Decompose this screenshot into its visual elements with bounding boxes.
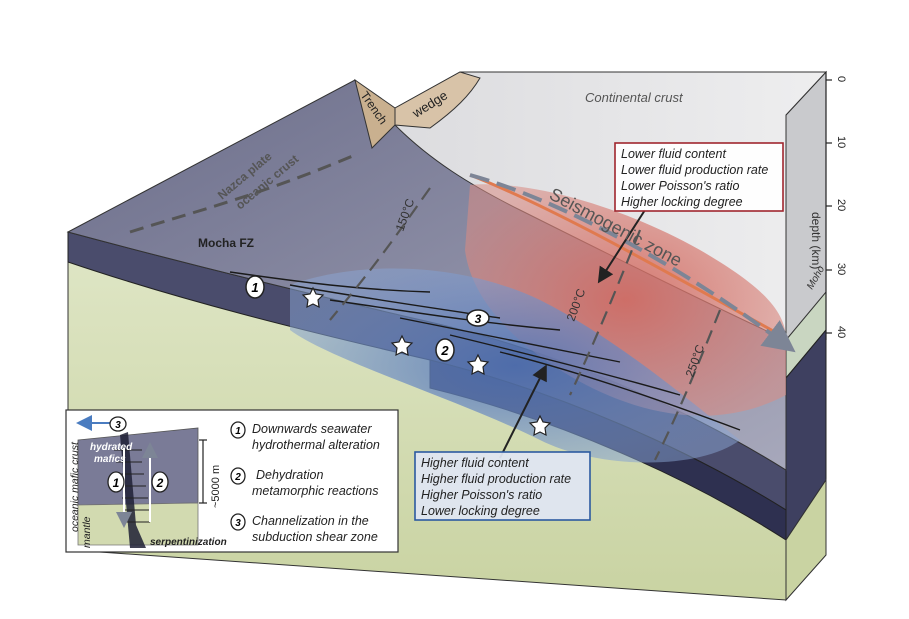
continental-crust-label: Continental crust: [585, 90, 684, 105]
inset-crust: [77, 427, 199, 506]
inset-crack: [120, 432, 146, 548]
svg-text:1: 1: [113, 476, 120, 490]
svg-text:metamorphic reactions: metamorphic reactions: [252, 484, 378, 498]
upper-info-box: Lower fluid content Lower fluid producti…: [614, 142, 784, 212]
svg-text:3: 3: [235, 518, 241, 529]
upper-box-line-4: Higher locking degree: [621, 195, 743, 209]
svg-text:Downwards seawater: Downwards seawater: [252, 422, 372, 436]
depth-tick-20: 20: [835, 199, 847, 211]
inset-mafics-label: mafics: [94, 454, 126, 465]
inset-panel: 1 2 3 hydrated mafics oceanic mafic crus…: [65, 409, 399, 553]
lower-box-line-2: Higher fluid production rate: [421, 472, 571, 486]
blue-fluid-zone: [290, 268, 740, 463]
depth-tick-0: 0: [835, 76, 847, 82]
inset-scale-label: ~5000 m: [210, 465, 222, 508]
lower-info-box: Higher fluid content Higher fluid produc…: [414, 451, 591, 521]
marker-1: 1: [245, 275, 265, 299]
inset-oceanic-mafic-crust-label: oceanic mafic crust: [69, 441, 81, 532]
legend-item-2: 2 Dehydration metamorphic reactions: [230, 467, 378, 498]
svg-text:1: 1: [251, 280, 258, 295]
upper-box-pointer: [597, 209, 646, 284]
inset-serpentinization-label: serpentinization: [150, 537, 227, 548]
svg-text:2: 2: [440, 343, 449, 358]
legend-item-3: 3 Channelization in the subduction shear…: [230, 513, 378, 544]
lower-box-pointer: [499, 364, 547, 459]
svg-text:3: 3: [475, 312, 482, 326]
inset-mantle: [77, 502, 199, 546]
lower-box-line-3: Higher Poisson's ratio: [421, 488, 542, 502]
depth-axis-label: depth (km): [809, 212, 823, 269]
dashed-lines: [129, 153, 722, 461]
legend-item-1: 1 Downwards seawater hydrothermal altera…: [230, 421, 380, 452]
depth-tick-30: 30: [835, 263, 847, 275]
depth-tick-40: 40: [835, 326, 847, 338]
marker-3: 3: [466, 309, 490, 327]
svg-text:hydrothermal alteration: hydrothermal alteration: [252, 438, 380, 452]
depth-tick-10: 10: [835, 136, 847, 148]
svg-text:1: 1: [235, 426, 241, 437]
mocha-fz-label: Mocha FZ: [198, 236, 254, 250]
lower-box-line-4: Lower locking degree: [421, 504, 540, 518]
svg-text:3: 3: [115, 420, 121, 431]
seismogenic-zone-arrow: [469, 173, 796, 353]
svg-text:2: 2: [156, 476, 164, 490]
upper-box-line-1: Lower fluid content: [621, 147, 726, 161]
trench-wedge-face: [354, 78, 396, 149]
inset-hydrated-label: hydrated: [90, 442, 133, 453]
inset-mantle-label: mantle: [81, 516, 93, 548]
lower-box-line-1: Higher fluid content: [421, 456, 529, 470]
earthquake-stars: [301, 286, 552, 437]
depth-axis: 0 10 20 30 40: [825, 72, 847, 340]
svg-text:2: 2: [234, 472, 241, 483]
svg-text:subduction shear zone: subduction shear zone: [252, 530, 378, 544]
svg-text:Dehydration: Dehydration: [256, 468, 323, 482]
upper-box-line-3: Lower Poisson's ratio: [621, 179, 739, 193]
accretionary-wedge: [394, 71, 481, 129]
mantle-side-face: [785, 478, 827, 602]
upper-box-line-2: Lower fluid production rate: [621, 163, 768, 177]
marker-2: 2: [435, 338, 455, 362]
svg-text:Channelization in the: Channelization in the: [252, 514, 369, 528]
